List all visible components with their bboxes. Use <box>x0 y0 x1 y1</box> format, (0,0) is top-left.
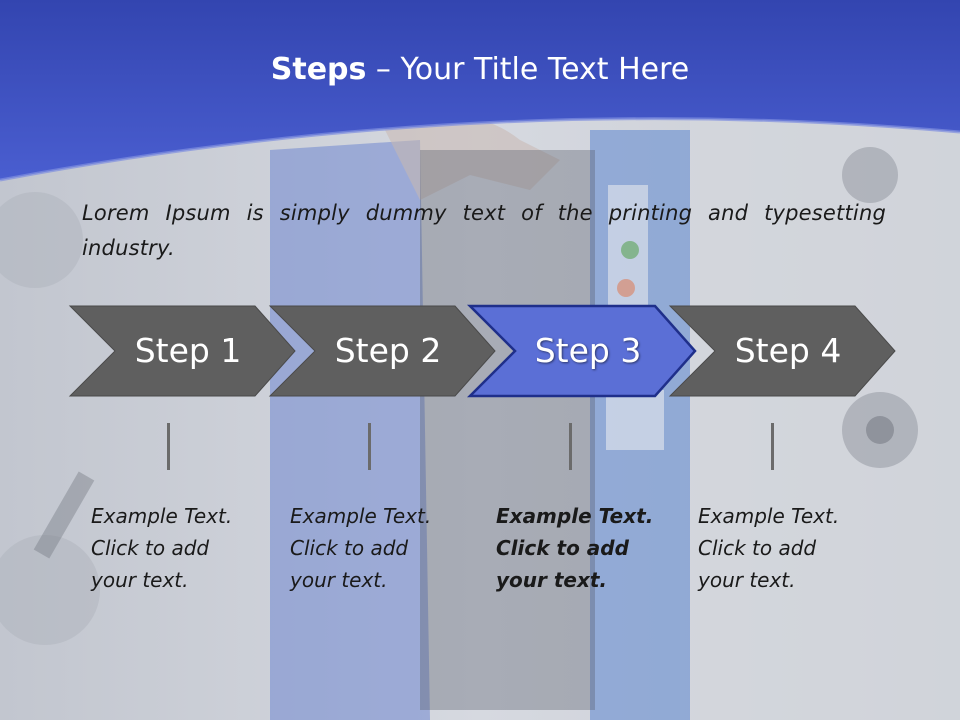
title-rest: – Your Title Text Here <box>366 52 690 87</box>
title-bold: Steps <box>270 52 367 87</box>
step-connector-2 <box>368 423 371 470</box>
step-connector-3 <box>569 423 572 470</box>
step-description-1[interactable]: Example Text. Click to add your text. <box>91 504 233 592</box>
step-description-2[interactable]: Example Text. Click to add your text. <box>290 504 432 592</box>
step-label-2: Step 2 <box>334 331 442 370</box>
step-label-3: Step 3 <box>534 331 642 370</box>
step-description-4[interactable]: Example Text. Click to add your text. <box>698 504 840 592</box>
step-label-1: Step 1 <box>134 331 242 370</box>
step-description-3[interactable]: Example Text. Click to add your text. <box>496 504 654 592</box>
step-label-4: Step 4 <box>734 331 842 370</box>
slide-title[interactable]: Steps – Your Title Text Here <box>0 52 960 87</box>
step-connector-1 <box>167 423 170 470</box>
intro-text[interactable]: Lorem Ipsum is simply dummy text of the … <box>82 201 886 260</box>
step-connector-4 <box>771 423 774 470</box>
